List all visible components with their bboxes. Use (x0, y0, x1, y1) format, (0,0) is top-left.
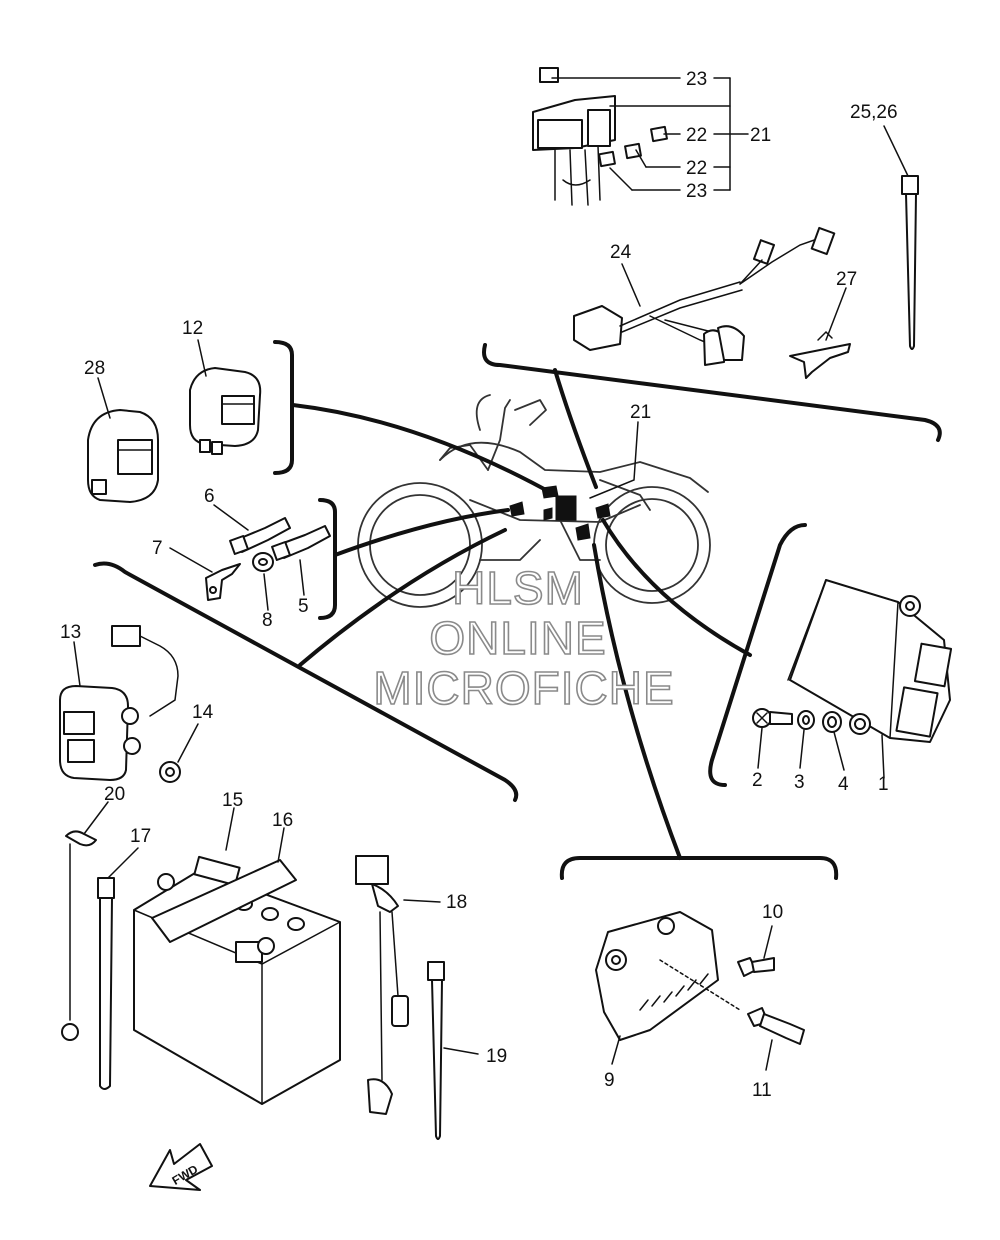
callout-9: 9 (604, 1070, 615, 1091)
callout-23-a: 23 (686, 69, 707, 90)
callout-22-a: 22 (686, 125, 707, 146)
callout-labels: 1 2 3 4 5 6 7 8 9 10 11 12 13 14 15 16 1… (60, 69, 898, 1101)
callout-7: 7 (152, 538, 163, 559)
callout-4: 4 (838, 774, 849, 795)
part-12-relay (189, 339, 262, 455)
callout-25-26: 25,26 (850, 102, 898, 123)
callout-21-frame: 21 (630, 402, 651, 423)
part-19-cable-tie (427, 961, 479, 1140)
callout-19: 19 (486, 1046, 507, 1067)
parts-2-3-4-fasteners (752, 708, 871, 771)
callout-22-b: 22 (686, 158, 707, 179)
group-leader-lines (93, 340, 942, 880)
part-14-nut (159, 723, 199, 783)
callout-23-b: 23 (686, 181, 707, 202)
callout-21-fuse-box: 21 (750, 125, 771, 146)
callout-2: 2 (752, 770, 763, 791)
watermark-line-3: MICROFICHE (373, 662, 674, 714)
part-1-ecu (787, 579, 953, 779)
callout-3: 3 (794, 772, 805, 793)
part-9-regulator (595, 911, 741, 1065)
callout-11: 11 (752, 1080, 772, 1101)
part-20-cable (61, 801, 109, 1041)
callout-12: 12 (182, 318, 203, 339)
callout-24: 24 (610, 242, 632, 263)
callout-6: 6 (204, 486, 215, 507)
callout-27: 27 (836, 269, 857, 290)
parts-5-6-sensors (213, 504, 331, 596)
callout-18: 18 (446, 892, 467, 913)
callout-16: 16 (272, 810, 293, 831)
part-15-battery (133, 807, 341, 1105)
callout-20: 20 (104, 784, 125, 805)
callout-13: 13 (60, 622, 81, 643)
callout-17: 17 (130, 826, 151, 847)
part-25-26-cable-tie (883, 125, 919, 350)
callout-15: 15 (222, 790, 243, 811)
callout-14: 14 (192, 702, 214, 723)
motorcycle-outline (357, 394, 711, 608)
callout-10: 10 (762, 902, 783, 923)
callout-8: 8 (262, 610, 273, 631)
part-21-fuse-box (532, 67, 749, 206)
callout-28: 28 (84, 358, 105, 379)
callout-1: 1 (878, 774, 889, 795)
part-8-washer (252, 552, 274, 611)
part-11-bolt (747, 1007, 805, 1071)
part-18-lead (355, 855, 441, 1115)
part-28-relay (87, 377, 159, 503)
part-24-wire-harness (573, 226, 836, 366)
watermark-line-1: HLSM (452, 562, 584, 614)
fwd-arrow-icon (149, 1143, 213, 1191)
part-13-starter-relay (59, 625, 179, 781)
watermark: HLSM ONLINE MICROFICHE (373, 561, 675, 715)
part-7-clamp (169, 547, 241, 601)
part-17-cable (97, 847, 139, 1090)
callout-5: 5 (298, 596, 309, 617)
watermark-line-2: ONLINE (429, 612, 606, 664)
part-27-clip (789, 287, 851, 379)
fwd-direction-arrow: FWD (149, 1143, 213, 1191)
part-10-bolt (737, 925, 775, 977)
part-16-battery-band (151, 827, 297, 943)
